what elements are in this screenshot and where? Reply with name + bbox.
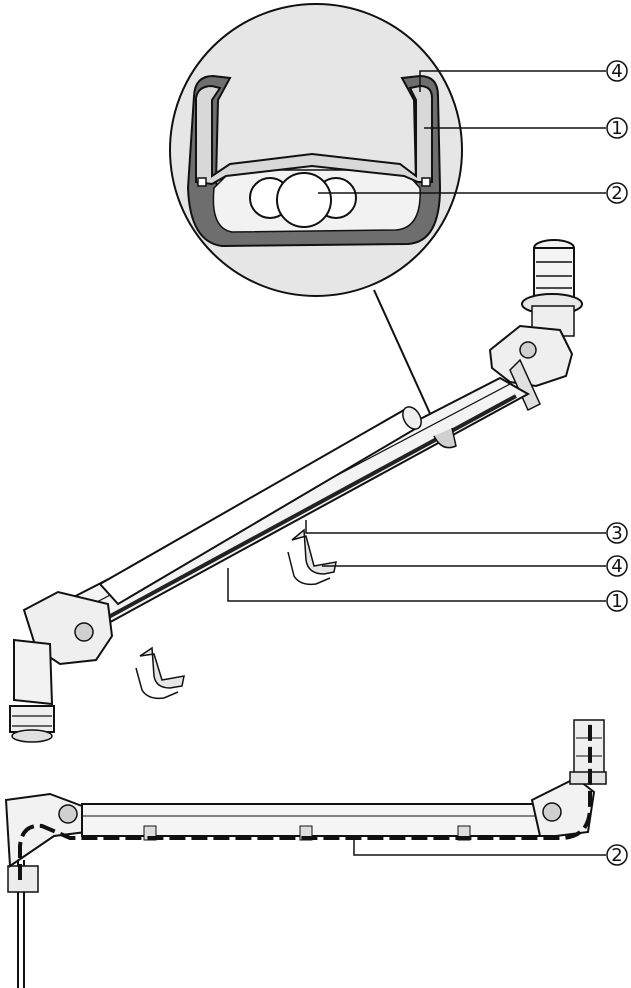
callout-top-2-label: 2 <box>611 183 622 204</box>
callouts: 4 1 2 3 4 1 2 <box>227 60 628 866</box>
detail-magnifier <box>169 3 463 297</box>
callout-top-1 <box>606 117 628 139</box>
clip-left <box>135 646 185 700</box>
callout-top-4 <box>606 60 628 82</box>
callout-mid-4 <box>606 555 628 577</box>
callout-top-2 <box>606 182 628 204</box>
callout-mid-3 <box>606 522 628 544</box>
callout-mid-4-label: 4 <box>611 556 622 577</box>
callout-mid-3-label: 3 <box>611 523 622 544</box>
top-connector <box>521 239 583 337</box>
callout-top-1-label: 1 <box>611 118 622 139</box>
arm-isometric <box>9 239 583 743</box>
side-cable-route <box>18 720 592 880</box>
callout-mid-1 <box>606 590 628 612</box>
arm-side-view <box>4 719 607 988</box>
bottom-connector <box>13 638 54 706</box>
clip-right <box>287 528 337 586</box>
callout-top-4-label: 4 <box>611 61 622 82</box>
callout-mid-1-label: 1 <box>611 591 622 612</box>
callout-bottom-2-label: 2 <box>611 845 622 866</box>
arm-tube <box>98 408 422 606</box>
cable-large <box>276 172 332 228</box>
callout-bottom-2 <box>606 844 628 866</box>
